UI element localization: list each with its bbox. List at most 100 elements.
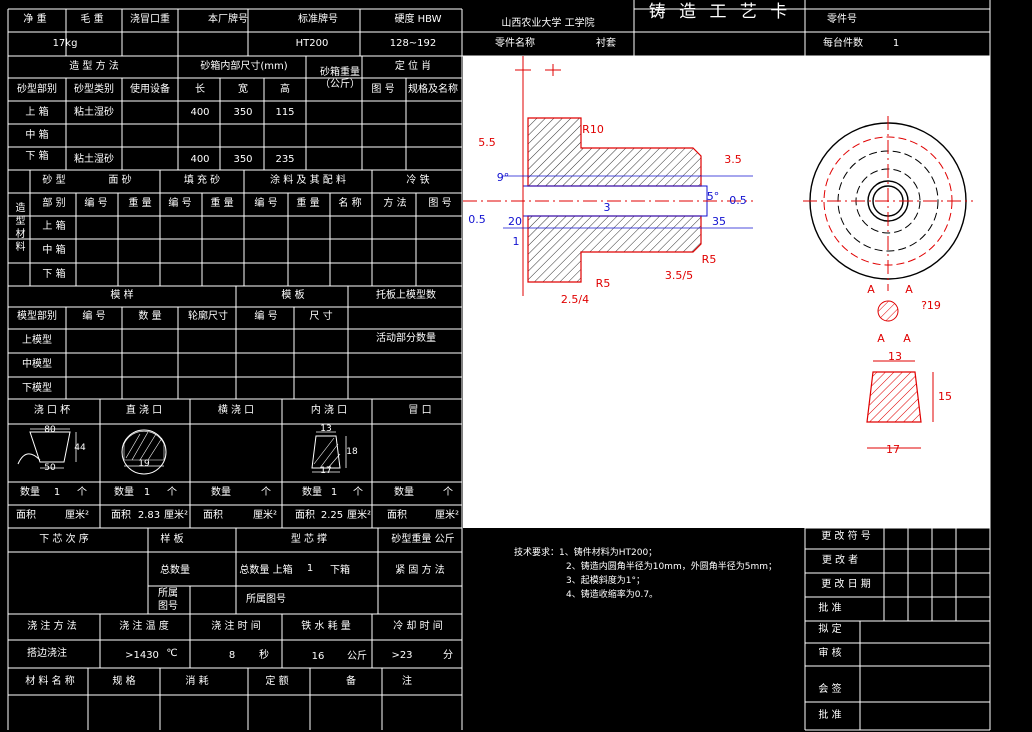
- review-label: 审 核: [818, 648, 842, 659]
- material-grade: HT200: [295, 38, 329, 49]
- row-upper-part: 上 箱: [25, 107, 49, 118]
- total-label: 总数量: [160, 565, 190, 576]
- dim-1: 1: [512, 235, 520, 248]
- gating-sketches: [17, 428, 347, 475]
- dim-r10: R10: [582, 123, 604, 136]
- qty-unit-1: 个: [167, 487, 177, 498]
- gross-weight-label: 毛 重: [80, 14, 104, 25]
- position-pin-label: 定 位 肖: [394, 61, 432, 72]
- qty-label-0: 数量: [20, 487, 40, 498]
- mat-col-0: 部 别: [42, 198, 66, 209]
- mat-col-1: 编 号: [84, 198, 108, 209]
- dim-5-5: 5.5: [478, 136, 496, 149]
- iron-usage-label: 铁 水 耗 量: [301, 621, 351, 632]
- mat-name-label: 材 料 名 称: [25, 676, 75, 687]
- gate-cup-label: 浇 口 杯: [33, 405, 71, 416]
- mat-col-9: 图 号: [428, 198, 452, 209]
- mat-group-chill: 冷 铁: [406, 175, 430, 186]
- pour-time-label: 浇 注 时 间: [211, 621, 261, 632]
- col-spec: 规格及名称: [408, 84, 458, 95]
- pour-temp-value: >1430: [125, 650, 159, 661]
- end-view: [803, 116, 973, 322]
- card-title: 铸 造 工 艺 卡: [648, 2, 792, 22]
- pat-col-3: 轮廓尺寸: [188, 311, 228, 322]
- cup-bottom-dim: 50: [44, 463, 56, 473]
- dim-13: 13: [888, 350, 902, 363]
- pattern-label: 模 样: [110, 290, 134, 301]
- mat-col-8: 方 法: [383, 198, 407, 209]
- row-middle-part: 中 箱: [25, 130, 49, 141]
- ingate-top-dim: 13: [320, 424, 332, 434]
- belongs-label: 所属图号: [158, 588, 178, 612]
- pat-col-1: 编 号: [82, 311, 106, 322]
- area-value-1: 2.83: [137, 510, 161, 521]
- col-width: 宽: [238, 84, 248, 95]
- mat-group-coat: 涂 料 及 其 配 料: [270, 175, 346, 186]
- sec-a2: A: [903, 332, 911, 345]
- area-value-3: 2.25: [320, 510, 344, 521]
- area-unit-1: 厘米²: [163, 510, 189, 521]
- row-lower-part: 下 箱: [25, 151, 49, 162]
- sprue-label: 直 浇 口: [125, 405, 163, 416]
- col-equip: 使用设备: [130, 84, 170, 95]
- hardness-value: 128~192: [389, 38, 437, 49]
- dim-0-5-a: 0.5: [729, 194, 747, 207]
- mat-col-2: 重 量: [128, 198, 152, 209]
- sand-weight-kg-label: 砂型重量 公斤: [391, 534, 455, 545]
- pour-temp-label: 浇 注 温 度: [119, 621, 169, 632]
- area-label-2: 面积: [203, 510, 223, 521]
- qty-unit-2: 个: [261, 487, 271, 498]
- qty-label-1: 数量: [114, 487, 134, 498]
- per-unit-label: 每台件数: [823, 38, 863, 49]
- tech-note-1: 技术要求：1、铸件材料为HT200；: [514, 548, 658, 558]
- pour-temp-unit: ℃: [166, 648, 178, 659]
- col-type: 砂型类别: [74, 84, 114, 95]
- belongs2-label: 所属图号: [246, 594, 286, 605]
- riser-label: 冒 口: [408, 405, 432, 416]
- mat-row-middle: 中 箱: [42, 245, 66, 256]
- sprue-dia-dim: 19: [138, 459, 150, 469]
- standard-label: 标准牌号: [298, 14, 338, 25]
- area-label-1: 面积: [111, 510, 131, 521]
- dim-5deg: 5°: [706, 190, 720, 203]
- tech-note-3: 3、起模斜度为1°；: [566, 576, 645, 586]
- cool-unit: 分: [443, 650, 453, 661]
- changer-label: 更 改 者: [821, 555, 859, 566]
- draft-label: 拟 定: [818, 624, 842, 635]
- row-upper-type: 粘土湿砂: [74, 107, 114, 118]
- pour-method-label: 浇 注 方 法: [27, 621, 77, 632]
- dim-r5-a: R5: [701, 253, 717, 266]
- dim-15: 15: [938, 390, 952, 403]
- countersign-label: 会 签: [818, 684, 842, 695]
- total-upper-value: 1: [306, 563, 314, 574]
- part-name-label: 零件名称: [495, 38, 535, 49]
- quota-label: 定 额: [265, 676, 289, 687]
- part-no-label: 零件号: [827, 14, 857, 25]
- sec-a1: A: [877, 332, 885, 345]
- qty-label-3: 数量: [302, 487, 322, 498]
- dim-20: 20: [508, 215, 522, 228]
- net-weight-label: 净 重: [23, 14, 47, 25]
- row-upper-length: 400: [190, 107, 210, 118]
- mat-row-lower: 下 箱: [42, 269, 66, 280]
- mat-col-6: 重 量: [296, 198, 320, 209]
- dim-r5-b: R5: [595, 277, 611, 290]
- school-name: 山西农业大学 工学院: [501, 18, 595, 29]
- mat-group-face: 面 砂: [108, 175, 132, 186]
- pat-row-lower: 下模型: [22, 383, 52, 394]
- mat-group-sand: 砂 型: [42, 175, 66, 186]
- cool-value: >23: [391, 650, 413, 661]
- pat-row-upper: 上模型: [22, 335, 52, 346]
- qty-label-4: 数量: [394, 487, 414, 498]
- mat-col-3: 编 号: [168, 198, 192, 209]
- per-unit-value: 1: [892, 38, 900, 49]
- row-lower-width: 350: [233, 154, 253, 165]
- note-label-2: 注: [402, 676, 412, 687]
- mat-col-4: 重 量: [210, 198, 234, 209]
- casting-drawing: R10 5.5 3.5 3.5/5 R5 R5 2.5/4 A A ?19 A …: [463, 56, 990, 528]
- drawing-svg: [463, 56, 973, 449]
- dim-0-5-b: 0.5: [468, 213, 486, 226]
- sand-weight-label: 砂箱重量（公斤）: [320, 67, 360, 90]
- col-height: 高: [280, 84, 290, 95]
- pat-row-middle: 中模型: [22, 359, 52, 370]
